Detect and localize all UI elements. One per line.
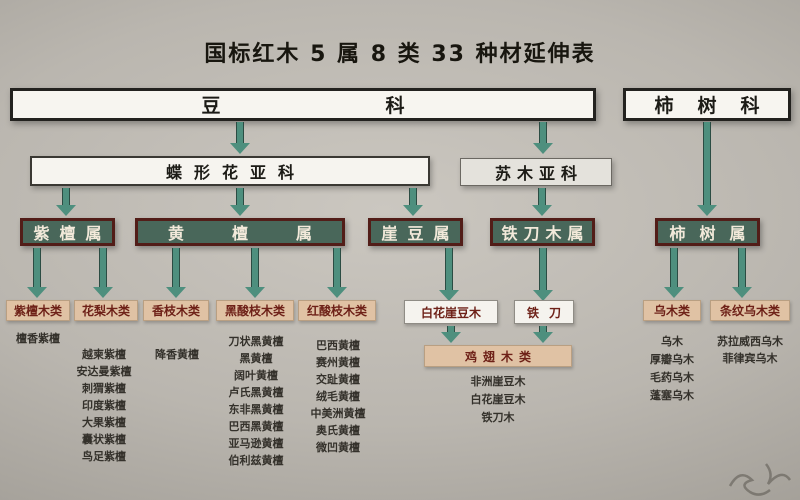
species-list-xiangzhimu: 降香黄檀 bbox=[136, 346, 218, 363]
watermark bbox=[728, 463, 792, 496]
family-box-persimmon: 柿树科 bbox=[623, 88, 791, 121]
node-box-baihua-yadoumu: 白花崖豆木 bbox=[404, 300, 498, 324]
family-box-legume: 豆科 bbox=[10, 88, 596, 121]
arrow-down-icon bbox=[533, 326, 553, 343]
arrow-down-icon bbox=[532, 188, 552, 216]
species-item: 赛州黄檀 bbox=[316, 356, 360, 369]
species-item: 刀状黑黄檀 bbox=[228, 335, 284, 348]
genus-box-dalbergia: 黄檀属 bbox=[135, 218, 345, 246]
species-item: 非洲崖豆木 bbox=[470, 375, 526, 388]
species-item: 微凹黄檀 bbox=[316, 441, 360, 454]
genus-label-dalbergia: 黄檀属 bbox=[167, 224, 360, 243]
species-item: 鸟足紫檀 bbox=[82, 450, 126, 463]
arrow-down-icon bbox=[230, 122, 250, 154]
family-label-legume: 豆科 bbox=[201, 95, 570, 117]
species-item: 中美洲黄檀 bbox=[310, 407, 366, 420]
genus-box-diospyros: 柿树属 bbox=[655, 218, 760, 246]
category-box-wumu: 乌木类 bbox=[643, 300, 701, 321]
species-item: 伯利兹黄檀 bbox=[228, 454, 284, 467]
category-box-hongsuanzhi: 红酸枝木类 bbox=[298, 300, 376, 321]
arrow-down-icon bbox=[533, 248, 553, 301]
category-box-jichimu: 鸡翅木类 bbox=[424, 345, 572, 367]
category-label: 黑酸枝木类 bbox=[224, 304, 285, 318]
category-label: 鸡翅木类 bbox=[464, 349, 537, 364]
species-item: 苏拉威西乌木 bbox=[717, 335, 783, 348]
genus-label-pterocarpus: 紫檀属 bbox=[33, 224, 112, 243]
category-label: 紫檀木类 bbox=[13, 304, 62, 318]
species-item: 蓬塞乌木 bbox=[650, 389, 694, 402]
arrow-down-icon bbox=[403, 188, 423, 216]
node-label: 白花崖豆木 bbox=[420, 305, 481, 320]
species-list-wumu: 乌木厚瓣乌木毛药乌木蓬塞乌木 bbox=[630, 333, 714, 405]
species-item: 奥氏黄檀 bbox=[316, 424, 360, 437]
species-list-zitanmu: 檀香紫檀 bbox=[2, 330, 74, 347]
species-item: 交趾黄檀 bbox=[316, 373, 360, 386]
species-item: 毛药乌木 bbox=[650, 371, 694, 384]
page-title: 国标红木 5 属 8 类 33 种材延伸表 bbox=[204, 42, 596, 67]
species-list-heisuanzhi: 刀状黑黄檀黑黄檀阔叶黄檀卢氏黑黄檀东非黑黄檀巴西黑黄檀亚马逊黄檀伯利兹黄檀 bbox=[210, 333, 302, 469]
category-label: 香枝木类 bbox=[151, 304, 200, 318]
species-item: 越柬紫檀 bbox=[82, 348, 126, 361]
arrow-down-icon bbox=[664, 248, 684, 298]
species-item: 刺猬紫檀 bbox=[82, 382, 126, 395]
species-list-hongsuanzhi: 巴西黄檀赛州黄檀交趾黄檀绒毛黄檀中美洲黄檀奥氏黄檀微凹黄檀 bbox=[292, 337, 384, 456]
arrow-down-icon bbox=[245, 248, 265, 298]
category-label: 花梨木类 bbox=[81, 304, 130, 318]
species-item: 卢氏黑黄檀 bbox=[228, 386, 284, 399]
species-list-hualimu: 越柬紫檀安达曼紫檀刺猬紫檀印度紫檀大果紫檀囊状紫檀鸟足紫檀 bbox=[58, 346, 150, 465]
category-box-zitanmu: 紫檀木类 bbox=[6, 300, 70, 321]
species-item: 安达曼紫檀 bbox=[76, 365, 132, 378]
species-item: 白花崖豆木 bbox=[470, 393, 526, 406]
category-label: 条纹乌木类 bbox=[719, 304, 780, 318]
node-box-tiedao: 铁刀 bbox=[514, 300, 574, 324]
genus-label-millettia: 崖豆属 bbox=[381, 224, 460, 243]
subfamily-box-papilionoideae: 蝶形花亚科 bbox=[30, 156, 430, 186]
subfamily-label-papilionoideae: 蝶形花亚科 bbox=[165, 163, 306, 182]
arrow-down-icon bbox=[732, 248, 752, 298]
arrow-down-icon bbox=[439, 248, 459, 301]
family-label-persimmon: 柿树科 bbox=[654, 95, 784, 117]
species-item: 绒毛黄檀 bbox=[316, 390, 360, 403]
arrow-down-icon bbox=[533, 122, 553, 154]
arrow-down-icon bbox=[697, 122, 717, 216]
category-label: 红酸枝木类 bbox=[306, 304, 367, 318]
subfamily-label-caesalpinioideae: 苏木亚科 bbox=[494, 164, 583, 183]
subfamily-box-caesalpinioideae: 苏木亚科 bbox=[460, 158, 612, 186]
genus-box-millettia: 崖豆属 bbox=[368, 218, 463, 246]
species-item: 东非黑黄檀 bbox=[228, 403, 284, 416]
species-item: 乌木 bbox=[661, 335, 683, 348]
species-item: 印度紫檀 bbox=[82, 399, 126, 412]
species-item: 阔叶黄檀 bbox=[234, 369, 278, 382]
arrow-down-icon bbox=[27, 248, 47, 298]
arrow-down-icon bbox=[441, 326, 461, 343]
species-item: 铁刀木 bbox=[481, 411, 515, 424]
species-item: 菲律宾乌木 bbox=[722, 352, 778, 365]
species-item: 大果紫檀 bbox=[82, 416, 126, 429]
species-list-tiaowenwumu: 苏拉威西乌木菲律宾乌木 bbox=[700, 333, 800, 367]
species-item: 黑黄檀 bbox=[239, 352, 273, 365]
species-item: 巴西黑黄檀 bbox=[228, 420, 284, 433]
category-box-tiaowenwumu: 条纹乌木类 bbox=[710, 300, 790, 321]
arrow-down-icon bbox=[327, 248, 347, 298]
node-label: 铁刀 bbox=[526, 305, 571, 320]
category-box-xiangzhimu: 香枝木类 bbox=[143, 300, 209, 321]
species-list-jichimu: 非洲崖豆木白花崖豆木铁刀木 bbox=[440, 373, 556, 427]
genus-label-senna: 铁刀木属 bbox=[501, 224, 590, 243]
species-item: 囊状紫檀 bbox=[82, 433, 126, 446]
category-box-hualimu: 花梨木类 bbox=[74, 300, 138, 321]
category-box-heisuanzhi: 黑酸枝木类 bbox=[216, 300, 294, 321]
species-item: 亚马逊黄檀 bbox=[228, 437, 284, 450]
arrow-down-icon bbox=[166, 248, 186, 298]
species-item: 巴西黄檀 bbox=[316, 339, 360, 352]
arrow-down-icon bbox=[56, 188, 76, 216]
species-item: 檀香紫檀 bbox=[16, 332, 60, 345]
species-item: 厚瓣乌木 bbox=[650, 353, 694, 366]
genus-label-diospyros: 柿树属 bbox=[669, 224, 760, 243]
arrow-down-icon bbox=[93, 248, 113, 298]
category-label: 乌木类 bbox=[653, 304, 690, 318]
genus-box-pterocarpus: 紫檀属 bbox=[20, 218, 115, 246]
arrow-down-icon bbox=[230, 188, 250, 216]
species-item: 降香黄檀 bbox=[155, 348, 199, 361]
genus-box-senna: 铁刀木属 bbox=[490, 218, 595, 246]
